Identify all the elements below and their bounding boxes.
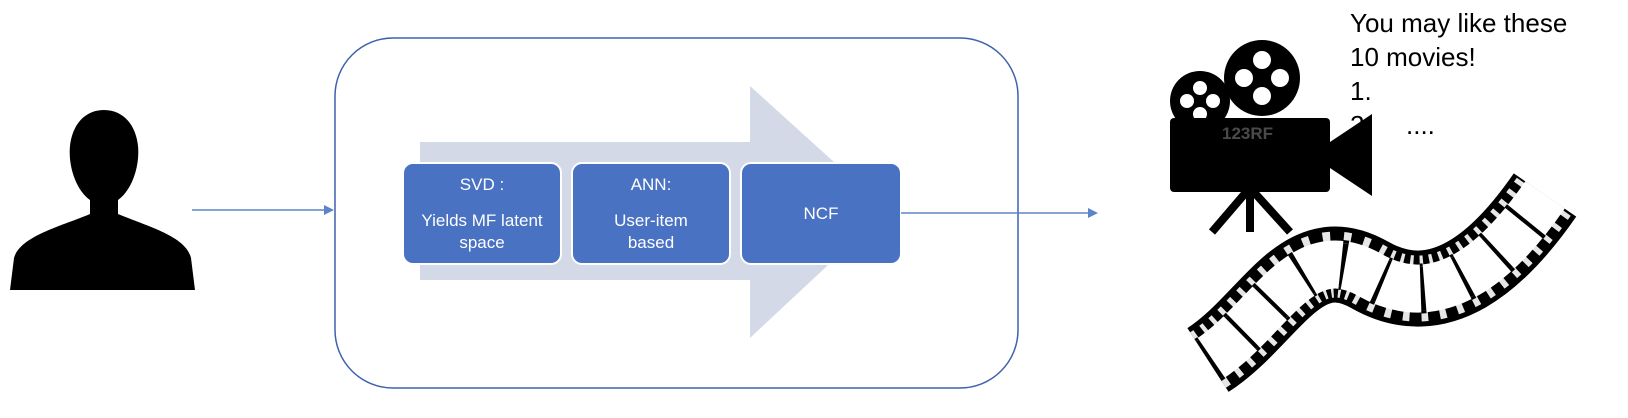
watermark-label: 123RF [1222,124,1273,143]
recommendation-text: You may like these 10 movies! 1. 2. .... [1350,6,1567,142]
step-box-ann [571,162,731,265]
step-box-ncf [740,162,902,265]
item-2-text: .... [1406,110,1435,140]
film-strip-icon [1186,173,1577,392]
recommendation-heading-line1: You may like these [1350,8,1568,38]
recommendation-item-1: 1. [1350,74,1567,108]
item-2-number: 2. [1350,110,1372,140]
item-1-number: 1. [1350,76,1372,106]
user-silhouette-icon [10,110,195,290]
movie-camera-icon [1170,40,1372,235]
step-box-svd [402,162,562,265]
recommendation-heading-line2: 10 movies! [1350,42,1476,72]
recommendation-item-2: 2. .... [1350,108,1567,142]
